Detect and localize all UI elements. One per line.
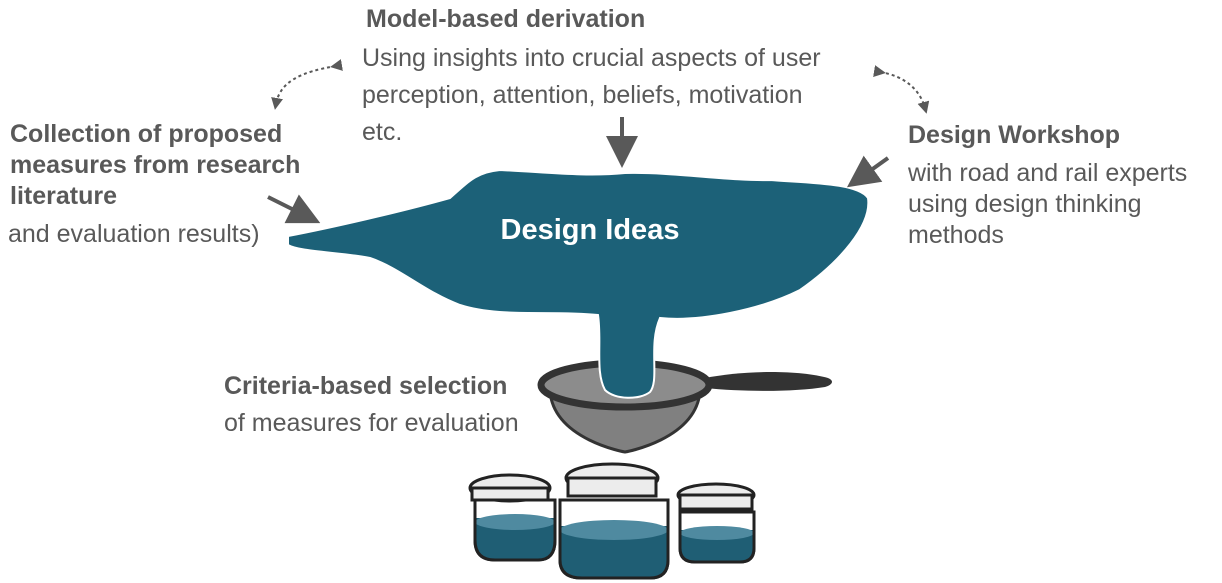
- bottom-heading: Criteria-based selection: [224, 372, 508, 400]
- dotted-arrow-left: [271, 59, 343, 110]
- top-body-line-3: etc.: [362, 118, 403, 146]
- right-body-line-3: methods: [908, 221, 1004, 249]
- right-body-line-1: with road and rail experts: [908, 159, 1188, 187]
- dotted-arrow-right: [873, 65, 930, 114]
- left-body: and evaluation results): [8, 220, 260, 248]
- sieve-handle: [705, 372, 832, 391]
- top-body-line-2: perception, attention, beliefs, motivati…: [362, 81, 803, 109]
- design-ideas-label: Design Ideas: [500, 214, 680, 246]
- jar-icon: [468, 473, 557, 562]
- right-heading: Design Workshop: [908, 121, 1121, 149]
- bottom-body: of measures for evaluation: [224, 409, 519, 437]
- left-heading-line-2: measures from research: [10, 151, 301, 179]
- top-heading: Model-based derivation: [366, 5, 646, 33]
- jar-icon: [676, 482, 756, 564]
- jar-icon: [558, 462, 670, 580]
- right-body-line-2: using design thinking: [908, 190, 1142, 218]
- left-heading-line-1: Collection of proposed: [10, 120, 283, 148]
- left-heading-line-3: literature: [10, 182, 117, 210]
- arrow-left: [267, 194, 321, 224]
- arrow-right: [846, 155, 890, 188]
- top-body-line-1: Using insights into crucial aspects of u…: [362, 44, 821, 72]
- design-ideas-blob: [287, 168, 870, 399]
